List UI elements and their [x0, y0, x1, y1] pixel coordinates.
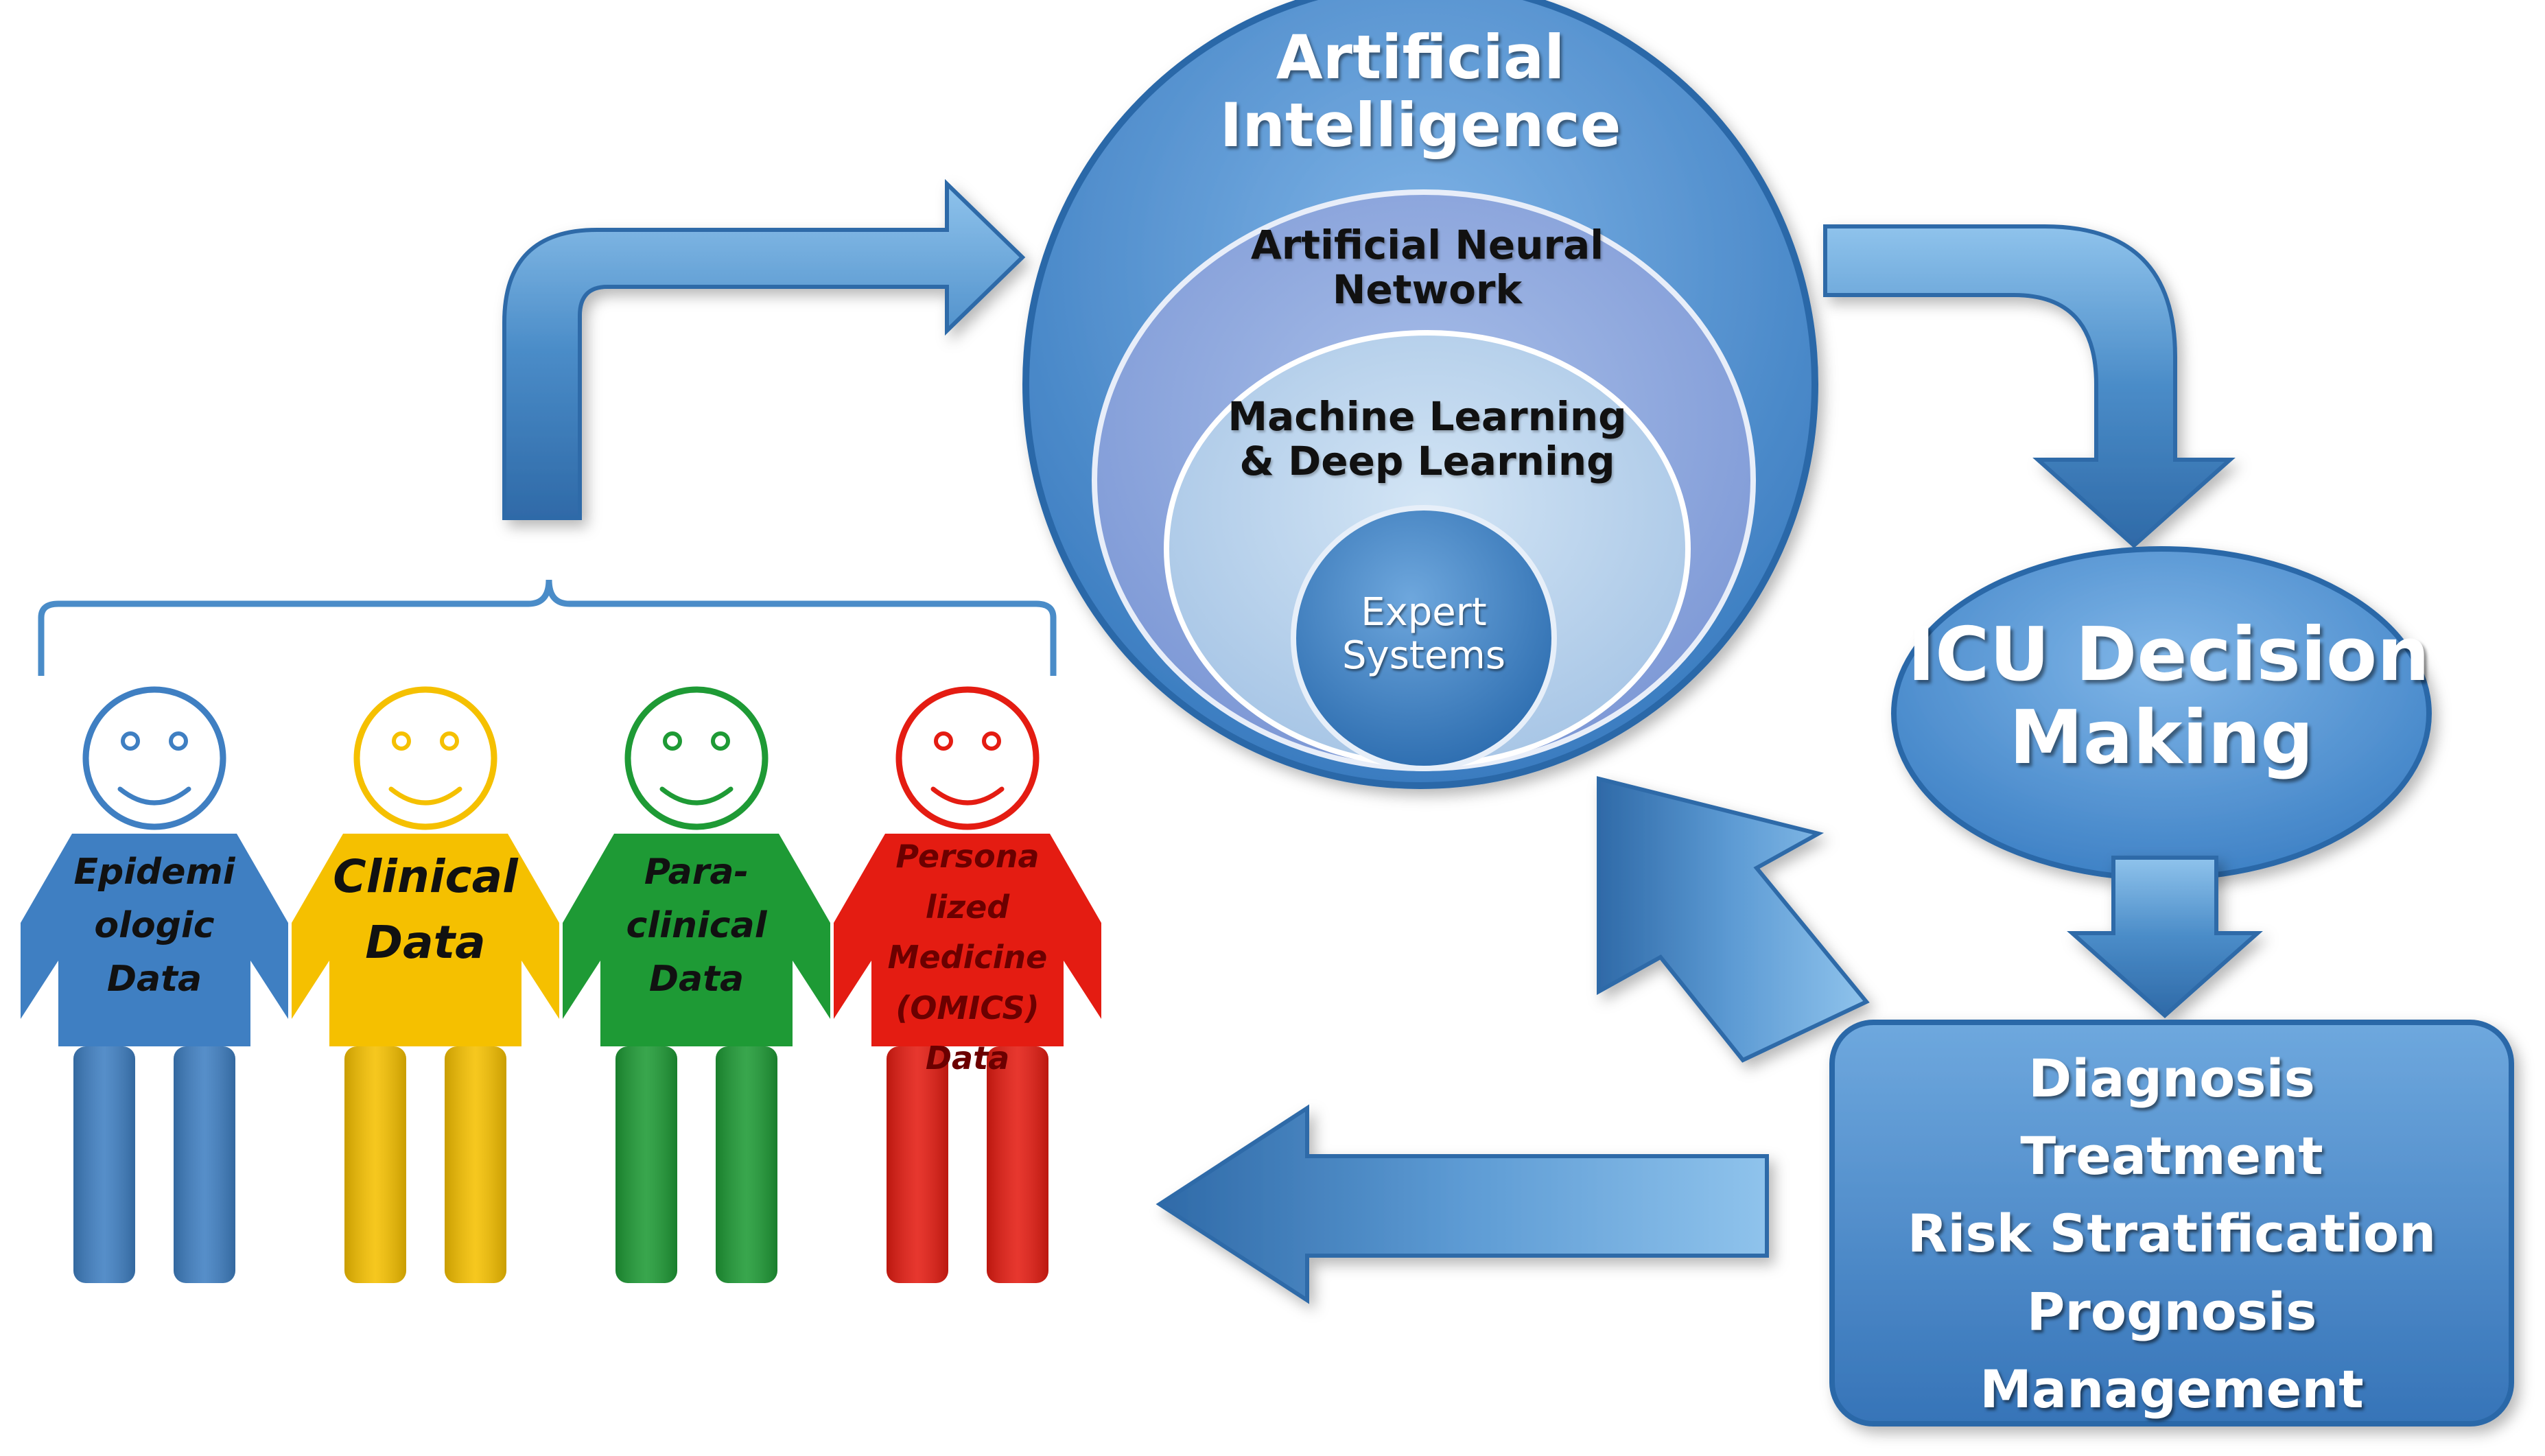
person-label-line: Medicine — [887, 939, 1048, 976]
person-label-epidemiologic: Epidemi ologic Data — [65, 845, 244, 1006]
expert-systems-label: Expert Systems — [1300, 591, 1547, 677]
outcomes-box — [1829, 1020, 2514, 1426]
ai-circle-group — [1022, 0, 1818, 789]
person-label-paraclinical: Para- clinical Data — [607, 845, 786, 1006]
expert-systems-circle — [1291, 505, 1557, 771]
person-label-line: Clinical — [333, 850, 518, 903]
person-torso — [563, 834, 830, 1046]
return-arrow — [1156, 1104, 1769, 1304]
icu-label-line1: ICU Decision — [1908, 612, 2430, 698]
ai-title-line1: Artificial — [1276, 22, 1565, 93]
person-eye — [711, 731, 730, 751]
outcome-management: Management — [1980, 1358, 2364, 1420]
outcome-prognosis: Prognosis — [2026, 1280, 2317, 1342]
person-eye — [440, 731, 459, 751]
outcome-treatment: Treatment — [2020, 1125, 2323, 1187]
ml-label-line1: Machine Learning — [1228, 393, 1627, 440]
person-eye — [663, 731, 682, 751]
person-label-line: Para- — [644, 852, 749, 893]
expert-label-line1: Expert — [1361, 590, 1487, 635]
feedback-arrow — [1597, 776, 1870, 1063]
ann-label: Artificial Neural Network — [1215, 223, 1640, 312]
person-label-line: Data — [365, 915, 486, 969]
person-eye — [982, 731, 1001, 751]
person-label-line: Epidemi — [73, 852, 235, 893]
person-eye — [121, 731, 140, 751]
icu-to-outcomes-arrow — [2067, 856, 2263, 1019]
person-smile — [930, 786, 1005, 806]
person-eye — [169, 731, 188, 751]
person-label-clinical: Clinical Data — [333, 844, 518, 975]
person-leg-shading — [716, 1046, 777, 1283]
person-paraclinical — [563, 686, 830, 1283]
person-smile — [117, 786, 191, 806]
ann-label-line1: Artificial Neural — [1250, 222, 1604, 268]
ai-to-icu-arrow — [1823, 224, 2236, 549]
person-epidemiologic — [21, 686, 288, 1283]
person-label-personalized: Persona lized Medicine (OMICS) Data — [878, 832, 1057, 1084]
person-head — [624, 686, 769, 830]
person-eye — [934, 731, 953, 751]
outcome-risk-stratification: Risk Stratification — [1907, 1203, 2437, 1265]
icu-decision-label: ICU Decision Making — [1908, 612, 2430, 781]
person-head — [895, 686, 1040, 830]
person-head — [82, 686, 226, 830]
ml-label: Machine Learning & Deep Learning — [1215, 395, 1640, 484]
expert-label-line2: Systems — [1342, 633, 1505, 678]
people-brace — [38, 579, 1057, 676]
person-label-line: Data — [106, 959, 202, 1000]
person-leg-shading — [987, 1046, 1048, 1283]
person-torso — [21, 834, 288, 1046]
outcome-diagnosis: Diagnosis — [2028, 1048, 2315, 1109]
person-smile — [659, 786, 734, 806]
person-torso — [834, 834, 1101, 1046]
ai-title-line2: Intelligence — [1219, 89, 1621, 161]
person-label-line: Data — [925, 1040, 1010, 1077]
person-leg-shading — [445, 1046, 506, 1283]
person-label-line: Persona — [895, 838, 1040, 875]
person-leg-shading — [73, 1046, 135, 1283]
person-leg-shading — [615, 1046, 677, 1283]
person-personalized — [834, 686, 1101, 1283]
person-leg-shading — [344, 1046, 406, 1283]
person-eye — [392, 731, 411, 751]
ann-label-line2: Network — [1332, 266, 1523, 313]
input-arrow — [502, 178, 1026, 520]
icu-label-line2: Making — [2009, 694, 2314, 781]
person-smile — [388, 786, 462, 806]
ml-label-line2: & Deep Learning — [1239, 437, 1615, 484]
outcomes-list: Diagnosis Treatment Risk Stratification … — [1846, 1040, 2498, 1428]
person-clinical — [292, 686, 559, 1283]
person-label-line: (OMICS) — [895, 989, 1040, 1026]
person-torso — [292, 834, 559, 1046]
ai-title: Artificial Intelligence — [1215, 22, 1626, 161]
person-label-line: ologic — [94, 905, 215, 946]
person-label-line: clinical — [626, 905, 767, 946]
person-head — [353, 686, 497, 830]
person-leg-shading — [887, 1046, 948, 1283]
person-label-line: Data — [648, 959, 744, 1000]
person-label-line: lized — [925, 888, 1010, 926]
people-group — [21, 686, 1101, 1283]
person-leg-shading — [174, 1046, 235, 1283]
